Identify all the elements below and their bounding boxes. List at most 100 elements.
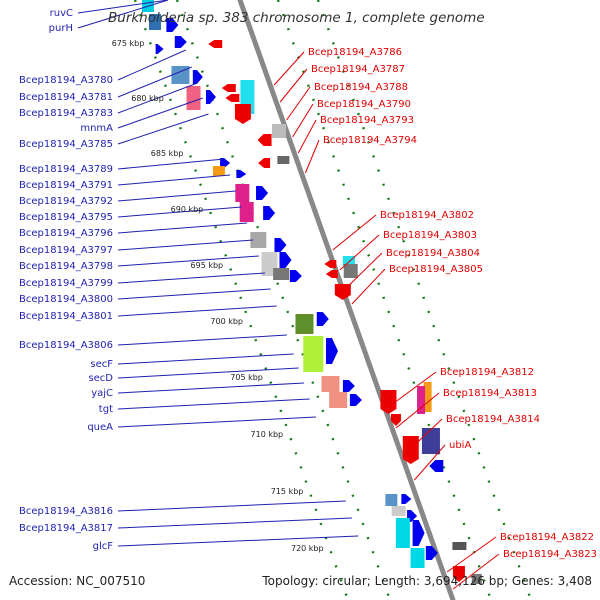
left-gene-label: Bcep18194_A3791 [19, 180, 113, 191]
forward-gene-arrow-25 [325, 338, 338, 364]
right-leader-line [297, 119, 317, 154]
right-leader-line [452, 553, 500, 590]
reverse-gene-block-14 [423, 382, 432, 412]
left-gene-label: Bcep18194_A3783 [19, 108, 113, 119]
left-leader-line [117, 158, 225, 170]
reverse-gene-block-18 [421, 428, 440, 454]
left-leader-line [77, 0, 169, 29]
gene-labels: ruvCpurHBcep18194_A3780Bcep18194_A3781Bc… [19, 8, 597, 560]
right-gene-label: Bcep18194_A3794 [323, 135, 417, 146]
right-leader-line [279, 68, 308, 103]
forward-gene-arrow-15 [263, 206, 276, 220]
right-leader-line [273, 51, 305, 86]
reverse-gene-arrow-11 [324, 260, 337, 268]
right-gene-label: Bcep18194_A3786 [308, 47, 402, 58]
left-leader-line [117, 367, 299, 379]
topology-text: Topology: circular; Length: 3,694,126 bp… [262, 574, 592, 588]
left-leader-line [117, 239, 254, 251]
left-gene-label: yajC [91, 388, 113, 399]
kbp-tick-label: 700 kbp [210, 317, 243, 326]
dotted-guide-3 [316, 0, 533, 600]
forward-gene-block-12 [235, 184, 250, 202]
kbp-tick-label: 710 kbp [251, 430, 284, 439]
reverse-gene-arrow-12 [325, 270, 338, 278]
right-gene-label: Bcep18194_A3788 [314, 82, 408, 93]
forward-gene-arrow-9 [220, 158, 231, 168]
right-leader-line [446, 536, 497, 573]
kbp-tick-label: 695 kbp [191, 261, 224, 270]
left-gene-label: secF [90, 359, 113, 370]
forward-gene-arrow-11 [236, 170, 247, 178]
forward-gene-arrow-8 [205, 90, 216, 104]
left-leader-line [117, 305, 277, 317]
reverse-gene-arrow-17 [390, 414, 401, 426]
right-leader-line [388, 371, 437, 408]
forward-gene-block-7 [186, 86, 201, 110]
left-gene-label: Bcep18194_A3789 [19, 164, 113, 175]
right-gene-label: Bcep18194_A3812 [440, 367, 534, 378]
left-gene-label: Bcep18194_A3785 [19, 139, 113, 150]
right-leader-line [351, 268, 386, 305]
left-gene-label: Bcep18194_A3795 [19, 212, 113, 223]
left-leader-line [117, 288, 271, 300]
forward-gene-arrow-17 [274, 238, 287, 252]
left-leader-line [77, 0, 169, 14]
left-gene-label: Bcep18194_A3780 [19, 75, 113, 86]
left-leader-line [117, 334, 287, 346]
forward-gene-block-14 [239, 202, 254, 222]
kbp-tick-label: 705 kbp [230, 373, 263, 382]
forward-gene-block-1 [148, 14, 161, 30]
reverse-gene-arrow-0 [208, 40, 223, 48]
right-gene-label: Bcep18194_A3814 [446, 414, 540, 425]
forward-gene-arrow-13 [256, 186, 269, 200]
forward-gene-block-36 [410, 548, 425, 568]
forward-gene-arrow-19 [279, 252, 292, 268]
forward-gene-block-24 [303, 336, 324, 372]
forward-gene-arrow-23 [316, 312, 329, 326]
label-lines [77, 0, 500, 590]
left-gene-label: purH [49, 23, 73, 34]
right-gene-label: Bcep18194_A3790 [317, 99, 411, 110]
right-gene-label: Bcep18194_A3803 [383, 230, 477, 241]
kbp-tick-label: 715 kbp [271, 487, 304, 496]
dotted-guide-2 [276, 0, 493, 600]
reverse-gene-arrow-4 [234, 104, 251, 124]
right-leader-line [395, 392, 440, 429]
right-leader-line [404, 418, 443, 455]
reverse-gene-arrow-22 [452, 566, 465, 582]
reverse-gene-arrow-2 [221, 84, 236, 92]
right-gene-label: Bcep18194_A3802 [380, 210, 474, 221]
left-leader-line [117, 517, 352, 529]
left-gene-label: Bcep18194_A3796 [19, 228, 113, 239]
left-gene-label: Bcep18194_A3801 [19, 311, 113, 322]
reverse-gene-arrow-3 [225, 94, 240, 102]
left-leader-line [117, 416, 317, 428]
backbone [237, 0, 456, 600]
right-gene-label: Bcep18194_A3804 [386, 248, 480, 259]
forward-gene-arrow-35 [412, 520, 425, 546]
left-leader-line [117, 97, 203, 129]
backbone-line [237, 0, 456, 600]
left-leader-line [117, 190, 236, 202]
reverse-gene-arrow-20 [429, 460, 444, 472]
right-gene-label: ubiA [449, 440, 471, 451]
left-leader-line [117, 49, 186, 81]
forward-gene-block-20 [273, 268, 290, 280]
kbp-tick-label: 720 kbp [291, 544, 324, 553]
right-leader-line [414, 444, 446, 481]
left-leader-line [117, 382, 304, 394]
left-leader-line [117, 255, 259, 267]
forward-gene-arrow-21 [289, 270, 302, 282]
left-leader-line [117, 66, 192, 98]
forward-gene-arrow-4 [155, 44, 164, 54]
right-gene-label: Bcep18194_A3813 [443, 388, 537, 399]
left-leader-line [117, 535, 359, 547]
left-gene-label: queA [87, 422, 113, 433]
reverse-gene-block-5 [272, 124, 287, 138]
left-leader-line [117, 206, 242, 218]
map-title: Burkholderia sp. 383 chromosome 1, compl… [108, 10, 485, 26]
left-leader-line [117, 82, 198, 114]
left-gene-label: glcF [93, 541, 114, 552]
forward-gene-block-30 [385, 494, 398, 506]
